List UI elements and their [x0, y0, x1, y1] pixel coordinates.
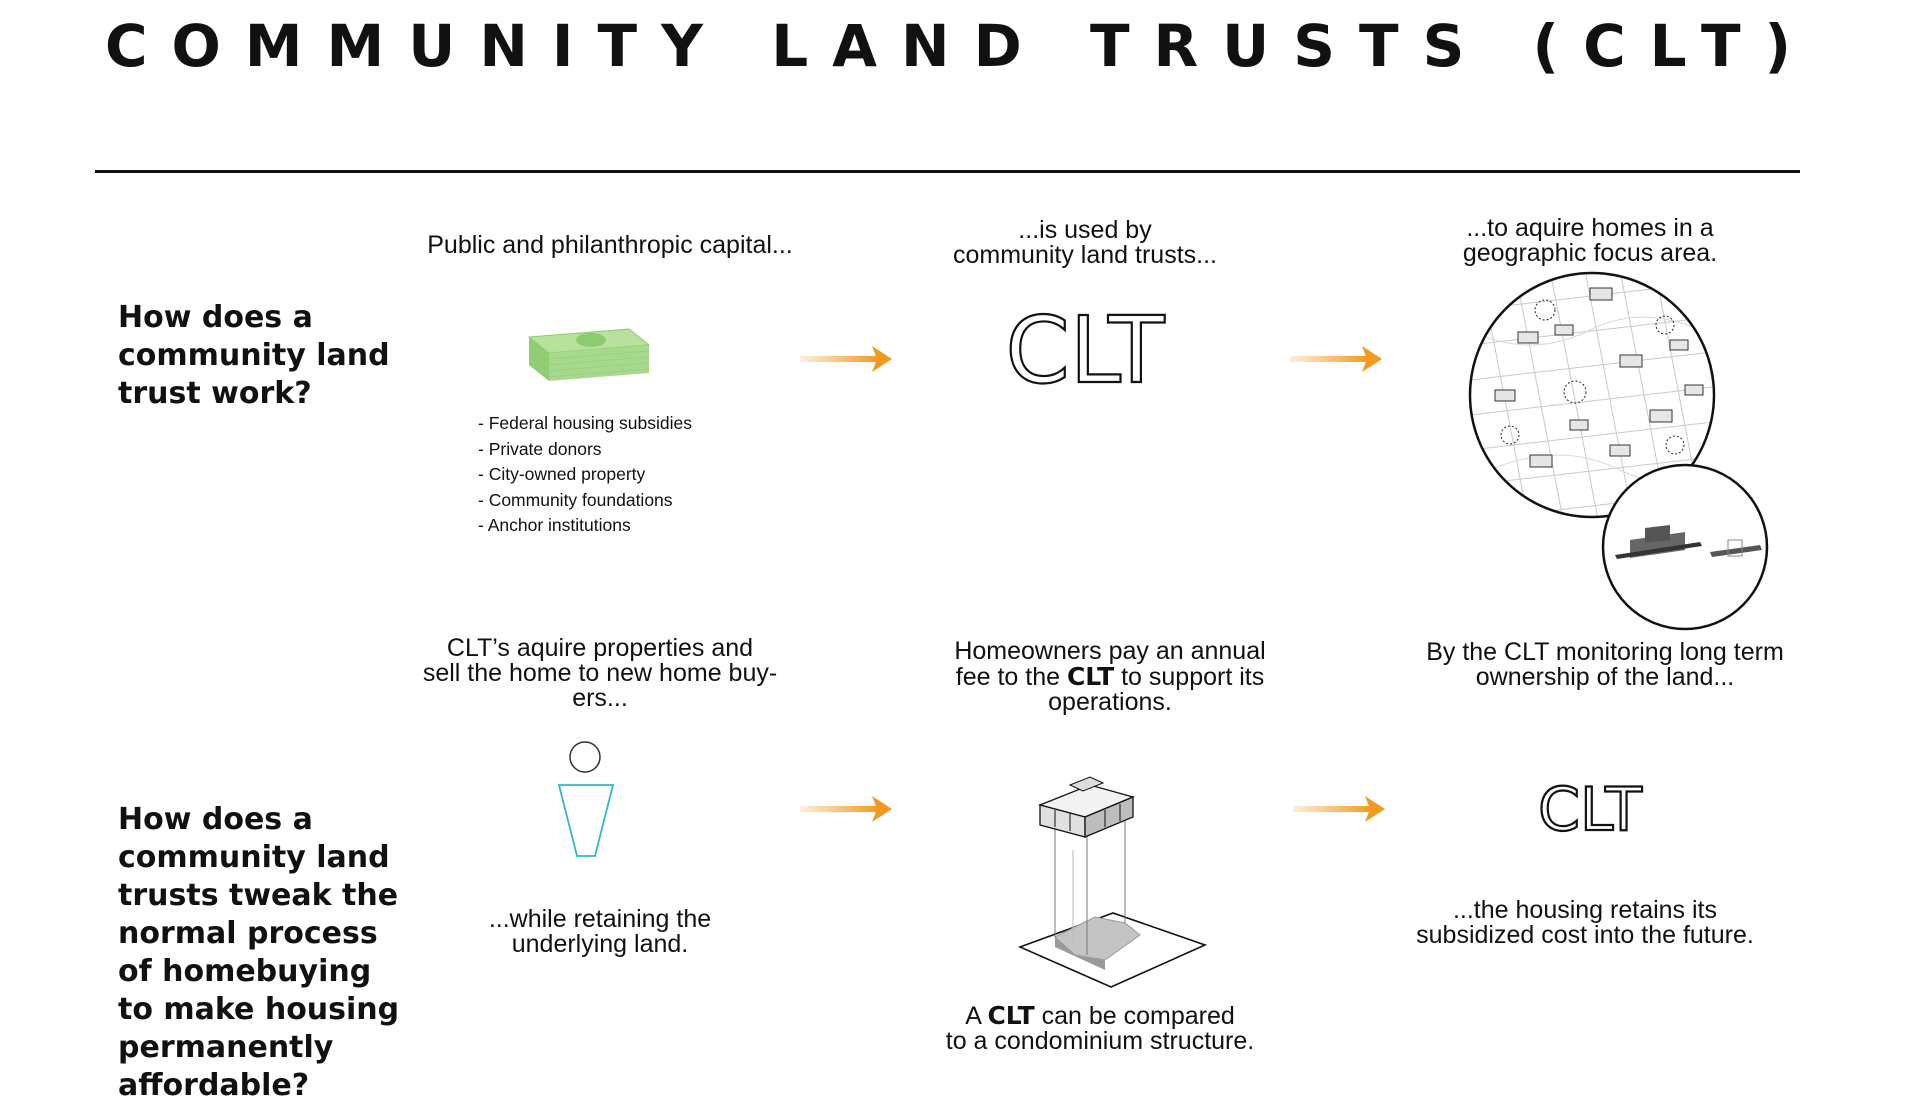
list-item: - Private donors [478, 438, 602, 459]
caption-monitoring: By the CLT monitoring long term ownershi… [1426, 638, 1784, 691]
money-stack-icon [527, 328, 651, 381]
neighborhood-map-icon [1468, 271, 1769, 631]
arrow-right-icon [1290, 346, 1382, 372]
person-icon [557, 741, 615, 857]
caption-subsidized-cost: ...the housing retains its subsidized co… [1416, 896, 1754, 949]
list-item: - Anchor institutions [478, 515, 631, 535]
clt-logo: CLT [1004, 297, 1165, 404]
question-how-clt-works: How does a community land trust work? [118, 300, 390, 411]
caption-retaining-land: ...while retaining the underlying land. [488, 905, 712, 958]
list-item: - City-owned property [478, 464, 646, 484]
capital-sources-list: - Federal housing subsidies - Private do… [478, 411, 692, 539]
caption-annual-fee: Homeowners pay an annual fee to the CLT … [954, 637, 1266, 716]
house-on-lot-icon [1017, 776, 1208, 988]
title-divider [95, 170, 1800, 173]
caption-condominium: A CLT can be compared to a condominium s… [945, 1001, 1255, 1055]
caption-used-by-clt: ...is used by community land trusts... [953, 216, 1217, 269]
question-homebuying-process: How does a community land trusts tweak t… [118, 802, 400, 1103]
clt-logo: CLT [1537, 775, 1643, 845]
arrow-right-icon [800, 346, 892, 372]
caption-capital: Public and philanthropic capital... [427, 231, 793, 259]
arrow-right-icon [1293, 796, 1385, 822]
caption-focus-area: ...to aquire homes in a geographic focus… [1462, 214, 1718, 267]
caption-acquire-sell: CLT’s aquire properties and sell the hom… [422, 634, 778, 712]
list-item: - Community foundations [478, 489, 673, 510]
page-title: COMMUNITY LAND TRUSTS (CLT) [104, 12, 1816, 80]
arrow-right-icon [800, 796, 892, 822]
list-item: - Federal housing subsidies [478, 413, 693, 433]
